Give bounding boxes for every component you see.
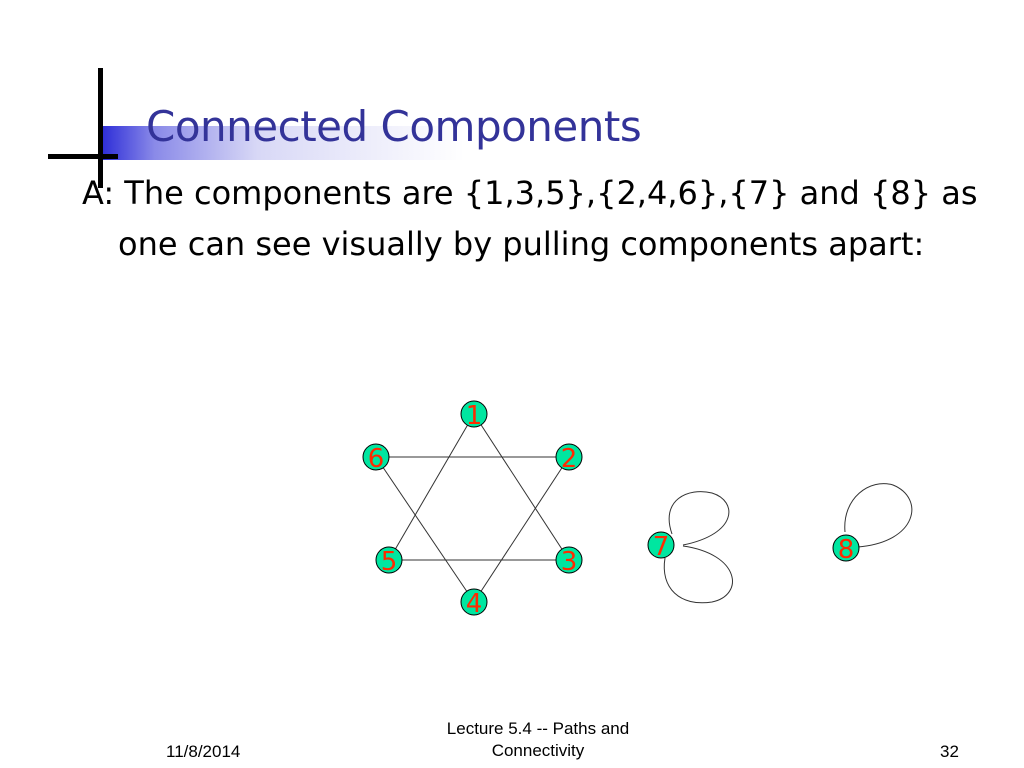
node-label-7: 7 <box>653 532 670 562</box>
node-4: 4 <box>460 588 488 619</box>
node-3: 3 <box>555 546 583 577</box>
node-label-3: 3 <box>561 547 578 577</box>
node-5: 5 <box>375 546 403 577</box>
edge-7-loop-top <box>668 491 730 546</box>
edge-7-loop-bottom <box>663 545 733 604</box>
footer-lecture-title: Lecture 5.4 -- Paths and Connectivity <box>420 718 656 762</box>
footer-page-number: 32 <box>940 742 959 761</box>
node-label-2: 2 <box>561 444 578 474</box>
edge-1-5 <box>388 413 475 561</box>
node-6: 6 <box>362 443 390 474</box>
node-label-8: 8 <box>838 535 855 565</box>
footer-title-line-2: Connectivity <box>491 741 585 760</box>
node-label-1: 1 <box>466 401 483 431</box>
title-accent-vertical-line <box>98 68 103 188</box>
node-8: 8 <box>832 534 860 565</box>
edge-8-loop <box>844 483 913 548</box>
title-accent-horizontal-line <box>48 154 118 159</box>
edge-1-3 <box>473 413 570 561</box>
title-accent-gradient <box>103 126 963 160</box>
footer-title-line-1: Lecture 5.4 -- Paths and <box>446 719 630 738</box>
edge-2-4 <box>473 456 570 603</box>
slide-body-text: A: The components are {1,3,5},{2,4,6},{7… <box>82 174 978 263</box>
edge-4-6 <box>375 456 475 603</box>
node-label-4: 4 <box>466 589 483 619</box>
node-1: 1 <box>460 400 488 431</box>
slide-title: Connected Components <box>146 102 642 151</box>
node-7: 7 <box>647 531 675 562</box>
node-label-5: 5 <box>381 547 398 577</box>
footer-date: 11/8/2014 <box>166 742 241 761</box>
node-label-6: 6 <box>368 444 385 474</box>
node-2: 2 <box>555 443 583 474</box>
